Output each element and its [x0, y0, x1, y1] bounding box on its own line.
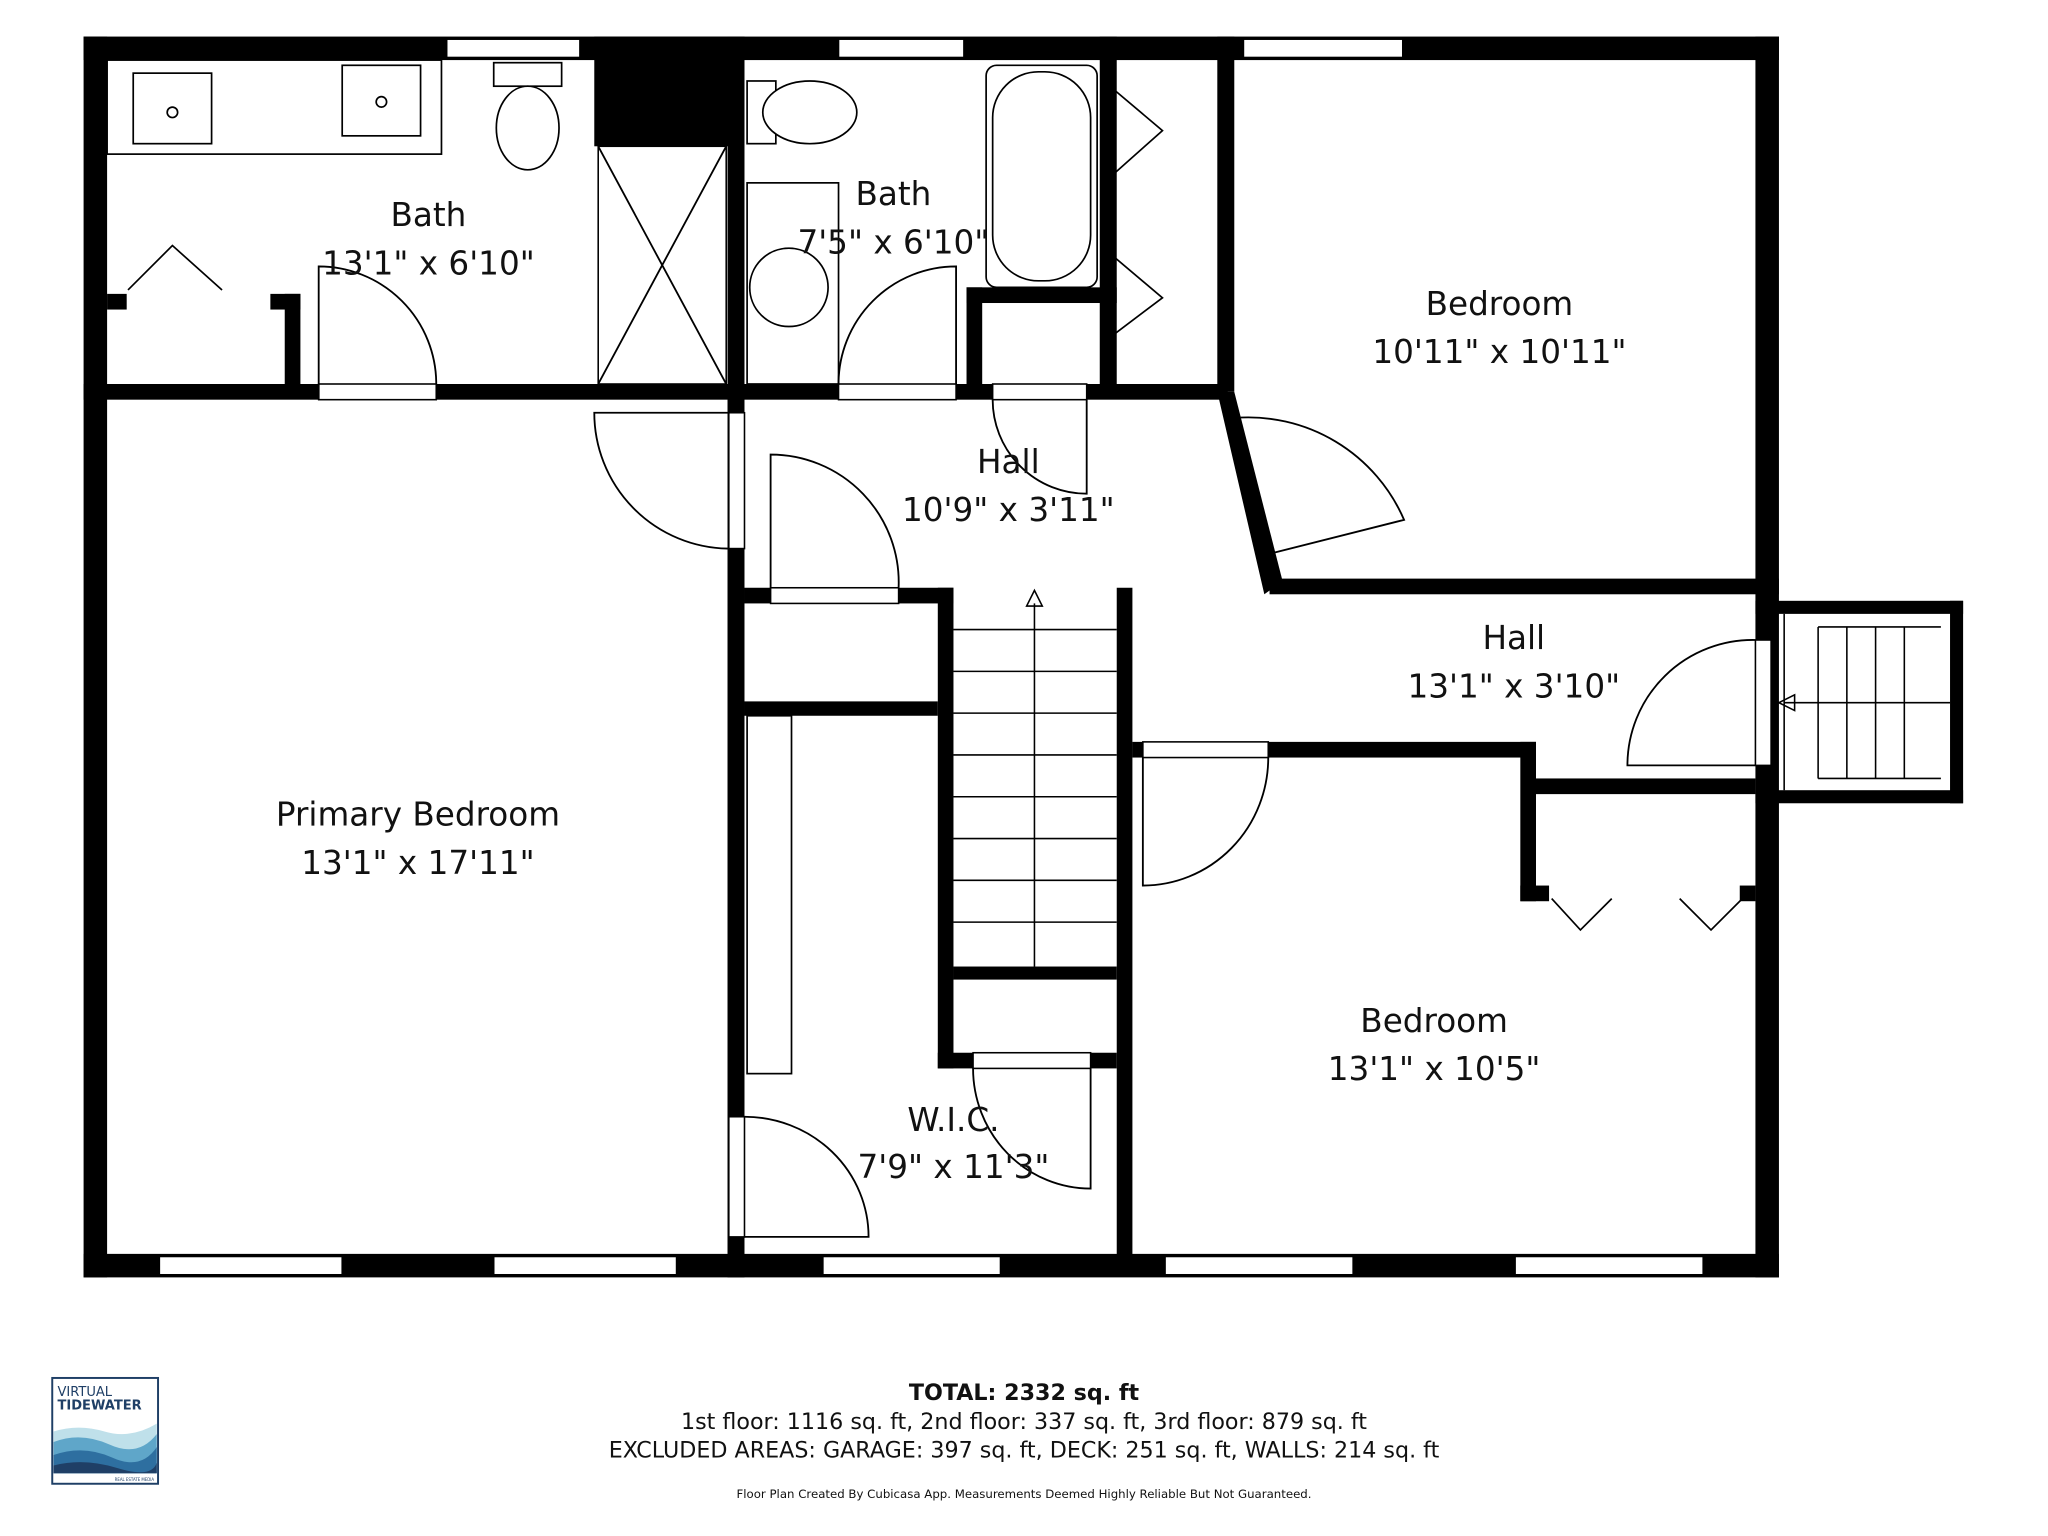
room-dims-hall-2: 13'1" x 3'10"	[1407, 667, 1620, 705]
fixtures	[106, 59, 1743, 1075]
excluded-areas: EXCLUDED AREAS: GARAGE: 397 sq. ft, DECK…	[609, 1438, 1440, 1464]
room-dims-wic: 7'9" x 11'3"	[858, 1148, 1050, 1186]
room-dims-bath-2: 7'5" x 6'10"	[797, 223, 989, 261]
svg-text:VIRTUAL: VIRTUAL	[57, 1385, 112, 1400]
floor-areas: 1st floor: 1116 sq. ft, 2nd floor: 337 s…	[681, 1409, 1367, 1435]
door-swings	[317, 145, 1756, 1238]
room-dims-primary-bedroom: 13'1" x 17'11"	[301, 844, 534, 882]
room-dims-hall-1: 10'9" x 3'11"	[902, 491, 1115, 529]
room-name-bedroom-top: Bedroom	[1426, 285, 1574, 323]
room-name-bath-2: Bath	[855, 175, 931, 213]
room-name-primary-bedroom: Primary Bedroom	[276, 795, 560, 833]
room-name-hall-1: Hall	[977, 443, 1040, 481]
room-name-bedroom-bottom: Bedroom	[1360, 1002, 1508, 1040]
room-name-bath-1: Bath	[390, 196, 466, 234]
door-openings	[317, 145, 1772, 1238]
stairs	[953, 588, 1951, 967]
svg-text:REAL ESTATE MEDIA: REAL ESTATE MEDIA	[115, 1477, 155, 1482]
windows	[158, 38, 1704, 1276]
room-labels: Bath 13'1" x 6'10" Bath 7'5" x 6'10" Bed…	[276, 175, 1627, 1186]
room-dims-bedroom-top: 10'11" x 10'11"	[1372, 333, 1626, 371]
room-name-hall-2: Hall	[1482, 619, 1545, 657]
virtual-tidewater-logo: VIRTUAL TIDEWATER REAL ESTATE MEDIA	[51, 1376, 160, 1485]
footer: TOTAL: 2332 sq. ft 1st floor: 1116 sq. f…	[609, 1380, 1440, 1501]
room-dims-bedroom-bottom: 13'1" x 10'5"	[1328, 1050, 1541, 1088]
room-name-wic: W.I.C.	[907, 1101, 999, 1139]
svg-text:TIDEWATER: TIDEWATER	[57, 1398, 141, 1413]
total-area: TOTAL: 2332 sq. ft	[909, 1380, 1140, 1406]
disclaimer: Floor Plan Created By Cubicasa App. Meas…	[737, 1487, 1312, 1501]
room-dims-bath-1: 13'1" x 6'10"	[322, 244, 535, 282]
